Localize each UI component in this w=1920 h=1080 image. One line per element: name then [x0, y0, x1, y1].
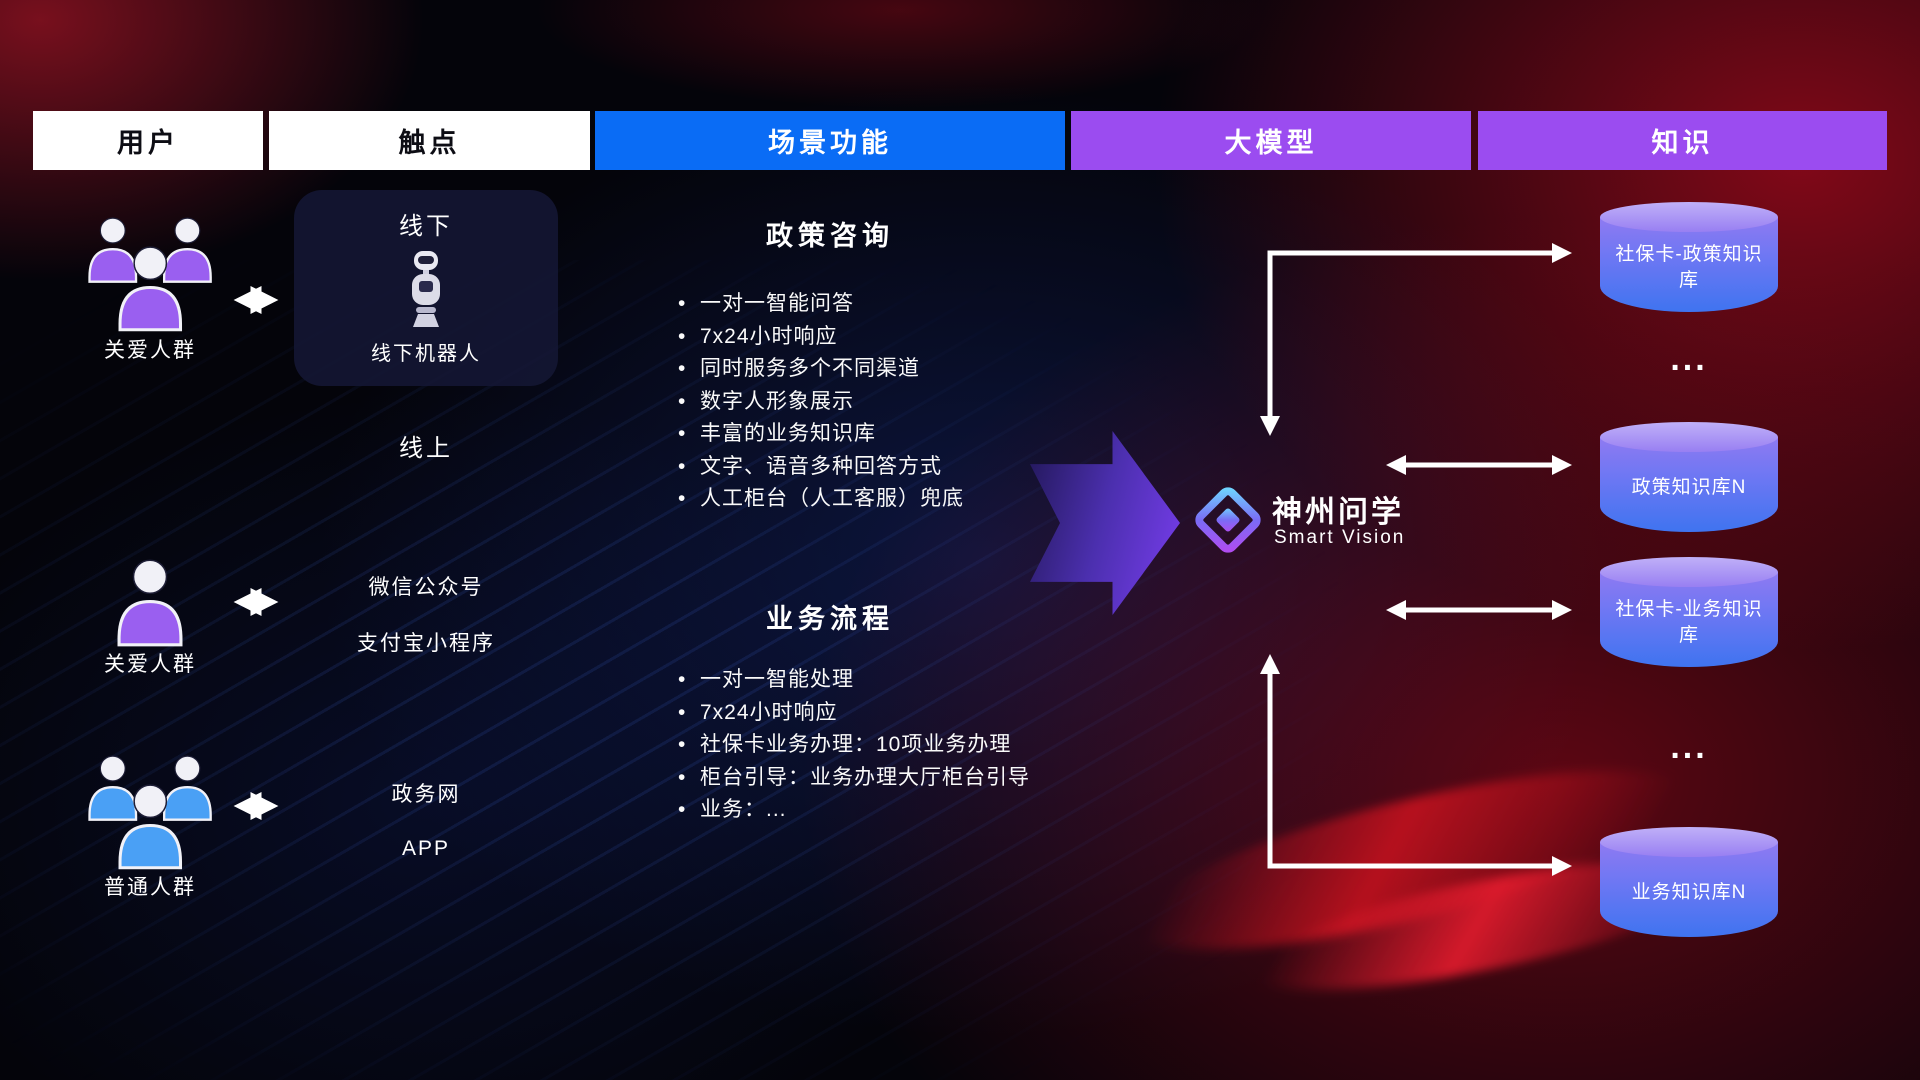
column-header-knowledge: 知识	[1478, 111, 1887, 170]
ellipsis: ...	[1670, 340, 1708, 378]
online-title: 线上	[399, 435, 453, 462]
diamond-logo-icon	[1192, 484, 1264, 561]
model-name: 神州问学	[1272, 496, 1404, 529]
list-item: 丰富的业务知识库	[676, 418, 1076, 451]
list-item: 人工柜台（人工客服）兜底	[676, 483, 1076, 516]
people-group-icon	[88, 217, 212, 332]
db-label: 政策知识库N	[1631, 476, 1747, 498]
knowledge-db-label: 社保卡-业务知识库	[1600, 572, 1778, 667]
user-group-label: 普通人群	[104, 876, 196, 899]
cylinder-top	[1600, 202, 1778, 232]
touchpoint-alipay: 支付宝小程序	[357, 632, 495, 655]
ellipsis: ...	[1670, 728, 1708, 766]
cylinder-database-icon: 业务知识库N	[1600, 827, 1778, 937]
list-item: 同时服务多个不同渠道	[676, 353, 1076, 386]
user-group-label: 关爱人群	[104, 653, 196, 676]
list-item: 文字、语音多种回答方式	[676, 451, 1076, 484]
list-item: 数字人形象展示	[676, 386, 1076, 419]
person-icon	[117, 559, 183, 647]
column-header-scenarios: 场景功能	[595, 111, 1065, 170]
knowledge-db-label: 社保卡-政策知识库	[1600, 217, 1778, 312]
touchpoint-app: APP	[401, 837, 451, 860]
policy-feature-list: 一对一智能问答 7x24小时响应 同时服务多个不同渠道 数字人形象展示 丰富的业…	[676, 288, 1076, 516]
list-item: 7x24小时响应	[676, 321, 1076, 354]
column-header-label: 触点	[398, 128, 461, 158]
offline-title: 线下	[399, 213, 453, 240]
db-label: 社保卡-业务知识库	[1615, 598, 1763, 646]
list-item: 业务：...	[676, 794, 1076, 827]
elbow-arrow-to-db1	[1260, 243, 1572, 436]
robot-icon	[412, 251, 440, 327]
column-header-label: 场景功能	[768, 128, 892, 158]
column-header-label: 用户	[117, 128, 179, 158]
knowledge-db-label: 政策知识库N	[1600, 437, 1778, 532]
cylinder-top	[1600, 422, 1778, 452]
elbow-arrow-to-db4	[1260, 654, 1572, 876]
db-label: 业务知识库N	[1631, 881, 1747, 903]
cylinder-top	[1600, 557, 1778, 587]
list-item: 一对一智能处理	[676, 664, 1076, 697]
list-item: 社保卡业务办理：10项业务办理	[676, 729, 1076, 762]
model-subtitle: Smart Vision	[1274, 527, 1406, 548]
cylinder-database-icon: 社保卡-政策知识库	[1600, 202, 1778, 312]
offline-touchpoint-card: 线下 线下机器人	[294, 190, 558, 386]
list-item: 7x24小时响应	[676, 697, 1076, 730]
offline-robot-label: 线下机器人	[371, 343, 481, 365]
people-group-icon	[88, 755, 212, 870]
db-label: 社保卡-政策知识库	[1615, 243, 1763, 291]
column-header-touchpoints: 触点	[269, 111, 590, 170]
list-item: 柜台引导：业务办理大厅柜台引导	[676, 762, 1076, 795]
business-section-title: 业务流程	[766, 604, 894, 634]
column-header-label: 知识	[1651, 128, 1714, 158]
policy-section-title: 政策咨询	[766, 221, 894, 251]
column-header-users: 用户	[33, 111, 263, 170]
column-header-model: 大模型	[1071, 111, 1471, 170]
cylinder-database-icon: 社保卡-业务知识库	[1600, 557, 1778, 667]
cylinder-database-icon: 政策知识库N	[1600, 422, 1778, 532]
user-group-label: 关爱人群	[104, 339, 196, 362]
list-item: 一对一智能问答	[676, 288, 1076, 321]
cylinder-top	[1600, 827, 1778, 857]
business-feature-list: 一对一智能处理 7x24小时响应 社保卡业务办理：10项业务办理 柜台引导：业务…	[676, 664, 1076, 827]
touchpoint-gov-web: 政务网	[391, 783, 461, 806]
touchpoint-wechat: 微信公众号	[368, 576, 484, 599]
column-header-label: 大模型	[1224, 128, 1318, 158]
